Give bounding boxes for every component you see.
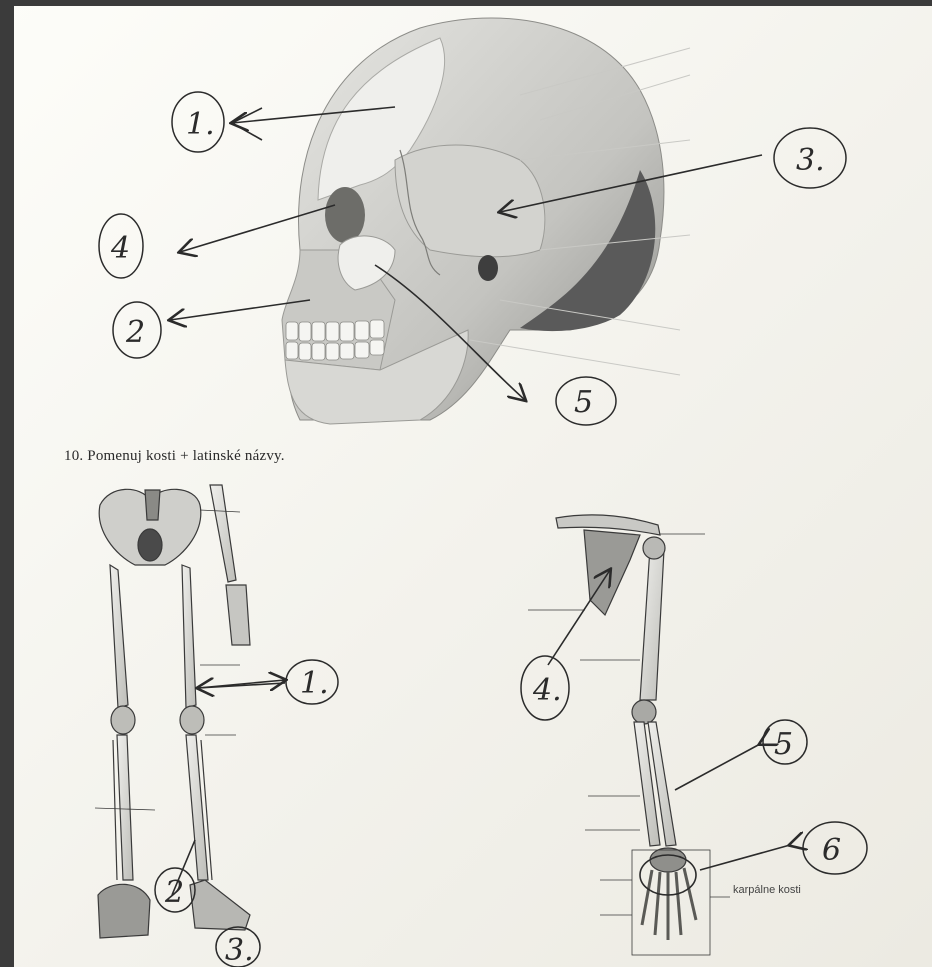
wrist-caption: karpálne kosti bbox=[733, 884, 801, 896]
question-heading: 10. Pomenuj kosti + latinské názvy. bbox=[64, 448, 285, 465]
skull-label-3: 3. bbox=[796, 143, 825, 178]
photo-edge-top bbox=[0, 0, 932, 6]
arm-label-circles bbox=[521, 656, 867, 874]
skull-label-5: 5 bbox=[574, 385, 593, 420]
leg-skeleton-illustration bbox=[95, 485, 250, 938]
leg-label-3: 3. bbox=[225, 933, 254, 967]
skull-label-4: 4 bbox=[110, 231, 130, 266]
arm-skeleton-illustration bbox=[528, 515, 730, 955]
arm-label-5: 5 bbox=[774, 727, 793, 762]
skull-label-2: 2 bbox=[125, 315, 145, 350]
leg-label-1: 1. bbox=[300, 666, 329, 701]
skull-label-1: 1. bbox=[186, 107, 215, 142]
photo-edge-left bbox=[0, 0, 14, 967]
leg-label-2: 2 bbox=[164, 875, 184, 910]
arm-label-6: 6 bbox=[822, 833, 841, 868]
arm-label-4: 4. bbox=[532, 673, 562, 708]
